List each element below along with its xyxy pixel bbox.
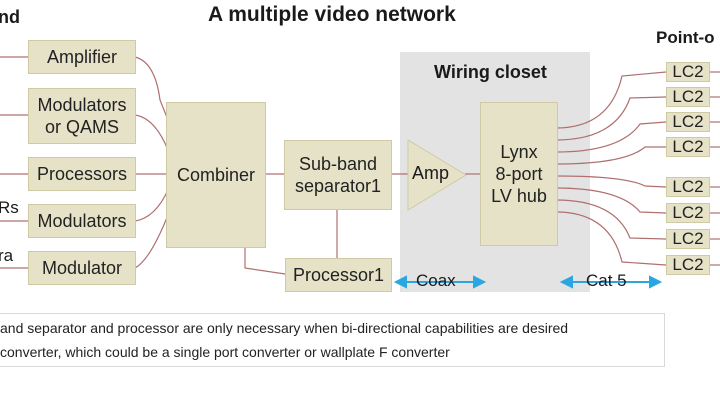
modulators-qams-box: Modulators or QAMS xyxy=(28,88,136,144)
sub-band-line2: separator1 xyxy=(294,176,382,196)
right-header-fragment: Point-o xyxy=(656,28,715,47)
footnote-line1: and separator and processor are only nec… xyxy=(0,320,569,336)
modulators-qams-line1: Modulators xyxy=(37,95,127,115)
lc2-output: LC2 xyxy=(666,255,710,275)
hub-line2: 8-port xyxy=(495,164,543,184)
lc2-output: LC2 xyxy=(666,137,710,157)
modulator-label: Modulator xyxy=(41,258,123,278)
modulators-qams-line2: or QAMS xyxy=(44,117,119,137)
lc2-output: LC2 xyxy=(666,203,710,223)
cat5-arrow xyxy=(559,275,663,289)
lc2-output: LC2 xyxy=(666,87,710,107)
left-header-fragment: nd xyxy=(0,7,20,27)
processor-label: Processor1 xyxy=(292,265,385,285)
processor-box: Processor1 xyxy=(285,258,392,292)
modulators-label: Modulators xyxy=(37,211,127,231)
footnote-line2: converter, which could be a single port … xyxy=(0,344,450,360)
footnote-box: and separator and processor are only nec… xyxy=(0,313,665,367)
amp-triangle xyxy=(407,139,467,211)
coax-arrow xyxy=(393,275,487,289)
lynx-hub-box: Lynx 8-port LV hub xyxy=(480,102,558,246)
sub-band-separator-box: Sub-band separator1 xyxy=(284,140,392,210)
left-fragment-ra: ra xyxy=(0,246,14,265)
cat5-label: Cat 5 xyxy=(586,271,627,290)
amplifier-label: Amplifier xyxy=(46,47,117,67)
lc2-output: LC2 xyxy=(666,229,710,249)
coax-label: Coax xyxy=(416,271,456,290)
hub-line1: Lynx xyxy=(500,142,538,162)
lc2-output: LC2 xyxy=(666,112,710,132)
amplifier-box: Amplifier xyxy=(28,40,136,74)
wiring-closet-label: Wiring closet xyxy=(434,62,547,82)
amp-label: Amp xyxy=(412,163,450,183)
modulator-box: Modulator xyxy=(28,251,136,285)
hub-line3: LV hub xyxy=(491,186,547,206)
left-fragment-rs: Rs xyxy=(0,198,19,217)
diagram-title: A multiple video network xyxy=(208,3,456,26)
sub-band-line1: Sub-band xyxy=(298,154,378,174)
combiner-box: Combiner xyxy=(166,102,266,248)
processors-box: Processors xyxy=(28,157,136,191)
lc2-output: LC2 xyxy=(666,177,710,197)
combiner-label: Combiner xyxy=(176,165,256,185)
modulators-box: Modulators xyxy=(28,204,136,238)
lc2-output: LC2 xyxy=(666,62,710,82)
processors-label: Processors xyxy=(36,164,128,184)
